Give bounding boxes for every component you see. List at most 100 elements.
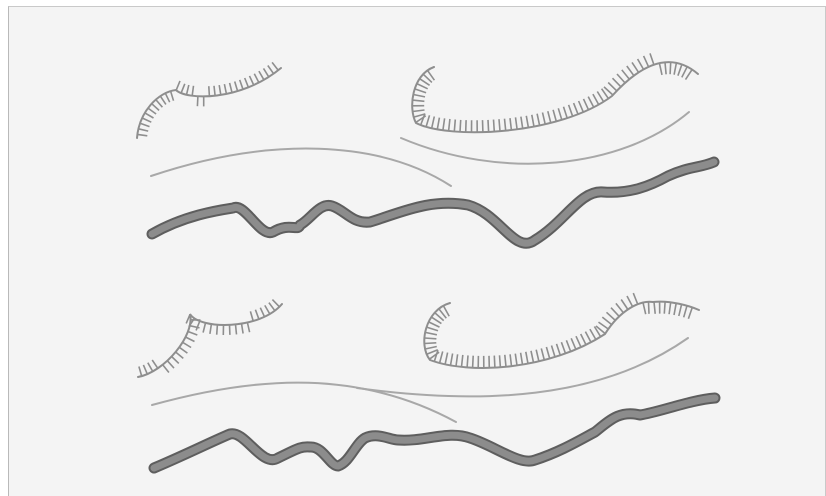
hairpin-tick bbox=[235, 82, 238, 92]
hairpin-tick bbox=[510, 354, 511, 366]
hairpin-loop-left-strand bbox=[138, 304, 282, 377]
hairpin-tick bbox=[488, 120, 489, 132]
hairpin-tick bbox=[424, 343, 436, 344]
hairpin-tick bbox=[467, 355, 468, 367]
hairpin-tick bbox=[250, 76, 254, 85]
hairpin-tick bbox=[585, 332, 591, 343]
hairpin-tick bbox=[561, 342, 565, 353]
hairpin-tick bbox=[593, 94, 599, 105]
hairpin-tick bbox=[674, 63, 676, 75]
hairpin-tick bbox=[179, 347, 187, 353]
hairpin-tick bbox=[139, 129, 149, 131]
hairpin-tick bbox=[460, 120, 461, 132]
hairpin-tick bbox=[569, 105, 573, 116]
hairpin-tick bbox=[599, 322, 609, 329]
hairpin-tick bbox=[536, 350, 539, 362]
hairpin-tick bbox=[425, 332, 437, 334]
hairpin-loop-right-strand bbox=[424, 302, 699, 368]
hairpin-tick bbox=[171, 91, 174, 101]
hairpin-tick bbox=[456, 354, 458, 366]
hairpin-tick bbox=[412, 100, 424, 101]
hairpin-loop-left bbox=[138, 300, 282, 377]
hairpin-tick bbox=[462, 355, 463, 367]
hairpin-ticks bbox=[139, 300, 280, 377]
hairpin-tick bbox=[152, 104, 159, 111]
hairpin-tick bbox=[183, 342, 192, 347]
hairpin-tick bbox=[210, 324, 212, 334]
hairpin-tick bbox=[521, 353, 523, 365]
hairpin-tick bbox=[643, 303, 646, 315]
hairpin-tick bbox=[597, 92, 603, 102]
hairpin-tick bbox=[437, 118, 439, 130]
hairpin-tick bbox=[521, 117, 523, 129]
hairpin-tick bbox=[224, 84, 226, 94]
hairpin-tick bbox=[579, 101, 584, 112]
hairpin-tick bbox=[264, 68, 269, 77]
hairpin-tick bbox=[622, 70, 630, 79]
hairpin-tick bbox=[590, 329, 596, 340]
hairpin-tick bbox=[413, 110, 425, 112]
hairpin-tick bbox=[543, 113, 546, 125]
hairpin-tick bbox=[230, 83, 232, 93]
hairpin-tick bbox=[588, 97, 594, 108]
hairpin-tick bbox=[417, 84, 428, 89]
hairpin-tick bbox=[137, 134, 147, 135]
hairpin-tick bbox=[638, 59, 644, 69]
hairpin-tick bbox=[187, 85, 189, 95]
hairpin-tick bbox=[172, 357, 179, 364]
hairpin-tick bbox=[537, 114, 540, 126]
hairpin-tick bbox=[669, 302, 671, 314]
hairpin-tick bbox=[272, 62, 278, 70]
hairpin-tick bbox=[268, 66, 274, 74]
hairpin-tick bbox=[627, 296, 633, 307]
hairpin-tick bbox=[581, 334, 586, 345]
thin-strand-left bbox=[151, 149, 451, 186]
hairpin-tick bbox=[665, 62, 666, 74]
hairpin-tick bbox=[649, 302, 650, 314]
hairpin-tick bbox=[654, 302, 655, 314]
hairpin-tick bbox=[584, 99, 589, 110]
hairpin-tick bbox=[659, 63, 662, 75]
hairpin-tick bbox=[259, 71, 264, 80]
hairpin-tick bbox=[510, 118, 511, 130]
hairpin-tick bbox=[531, 351, 534, 363]
hairpin-tick bbox=[451, 354, 453, 366]
hairpin-tick bbox=[541, 348, 544, 360]
hairpin-tick bbox=[148, 108, 156, 114]
hairpin-tick bbox=[473, 356, 474, 368]
hairpin-tick bbox=[552, 346, 556, 358]
hairpin-tick bbox=[686, 70, 693, 80]
hairpin-tick bbox=[526, 352, 528, 364]
hairpin-tick bbox=[679, 304, 682, 316]
hairpin-tick bbox=[139, 367, 142, 377]
hairpin-tick bbox=[186, 337, 195, 342]
hairpin-tick bbox=[650, 53, 654, 64]
hairpin-tick bbox=[607, 312, 616, 320]
hairpin-tick bbox=[443, 118, 445, 130]
hairpin-tick bbox=[608, 83, 617, 91]
hairpin-tick bbox=[250, 311, 253, 321]
hairpin-tick bbox=[424, 338, 436, 339]
hairpin-tick bbox=[548, 111, 551, 123]
hairpin-tick bbox=[564, 107, 568, 118]
hairpin-tick bbox=[192, 86, 193, 96]
hairpin-tick bbox=[445, 353, 448, 365]
hairpin-tick bbox=[505, 355, 506, 367]
hairpin-tick bbox=[145, 113, 154, 118]
hairpin-tick bbox=[143, 365, 147, 374]
hairpin-tick bbox=[165, 93, 169, 102]
hairpin-tick bbox=[247, 323, 249, 333]
hairpin-tick bbox=[181, 84, 185, 93]
hairpin-tick bbox=[429, 322, 440, 327]
hairpin-tick bbox=[526, 116, 528, 128]
hairpin-tick bbox=[160, 96, 166, 104]
hairpin-tick bbox=[532, 115, 534, 127]
hairpin-tick bbox=[260, 308, 264, 317]
hairpin-tick bbox=[176, 352, 184, 358]
hairpin-tick bbox=[254, 74, 259, 83]
hairpin-tick bbox=[574, 103, 578, 114]
hairpin-tick bbox=[617, 74, 625, 83]
hairpin-tick bbox=[613, 78, 621, 87]
hairpin-tick bbox=[163, 365, 169, 373]
hairpin-tick bbox=[140, 123, 149, 126]
